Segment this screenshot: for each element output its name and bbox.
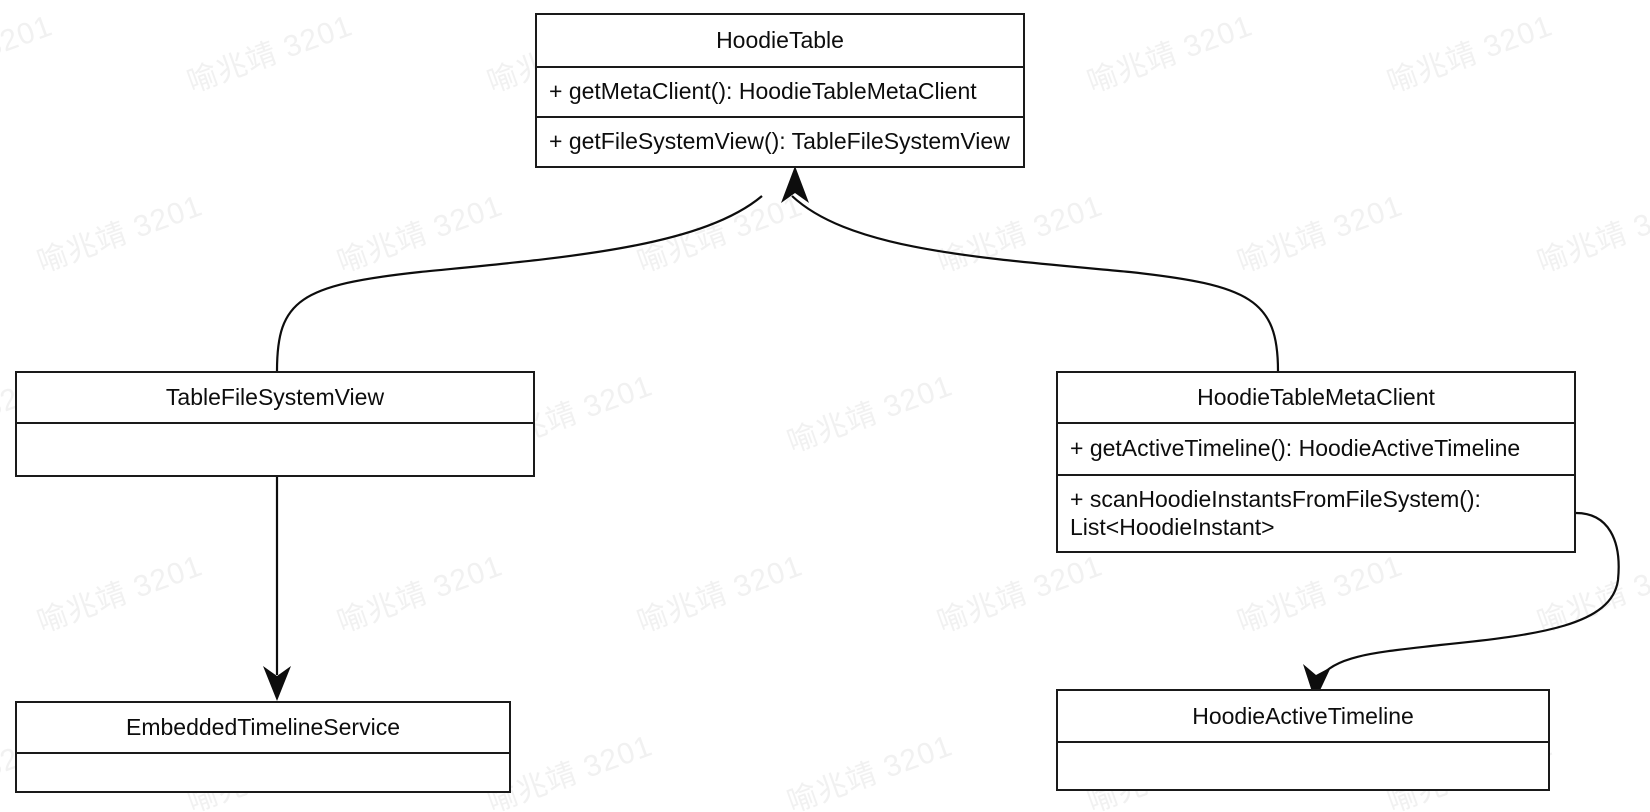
edge-tablefilesystemview-to-hoodietable bbox=[275, 166, 809, 372]
class-name-hoodie-table-meta-client: HoodieTableMetaClient bbox=[1058, 373, 1574, 424]
class-name-embedded-timeline-service: EmbeddedTimelineService bbox=[17, 703, 509, 754]
watermark-label: 喻兆靖 3201 bbox=[783, 369, 958, 460]
uml-class-hoodie-active-timeline[interactable]: HoodieActiveTimeline bbox=[1056, 689, 1550, 791]
watermark-label: 喻兆靖 3201 bbox=[33, 189, 208, 280]
watermark-label: 喻兆靖 3201 bbox=[183, 9, 358, 100]
member-text: + scanHoodieInstantsFromFileSystem(): Li… bbox=[1070, 486, 1481, 540]
class-name-table-file-system-view: TableFileSystemView bbox=[17, 373, 533, 424]
class-member-table-file-system-view-0 bbox=[17, 424, 533, 475]
class-member-hoodie-table-meta-client-1: + scanHoodieInstantsFromFileSystem(): Li… bbox=[1058, 476, 1574, 551]
class-name-hoodie-active-timeline: HoodieActiveTimeline bbox=[1058, 691, 1548, 743]
watermark-label: 喻兆靖 3201 bbox=[783, 729, 958, 812]
class-member-hoodie-active-timeline-0 bbox=[1058, 743, 1548, 789]
watermark-label: 喻兆靖 3201 bbox=[1083, 9, 1258, 100]
watermark-label: 喻兆靖 3201 bbox=[933, 549, 1108, 640]
uml-class-hoodie-table-meta-client[interactable]: HoodieTableMetaClient + getActiveTimelin… bbox=[1056, 371, 1576, 553]
watermark-label: 喻兆靖 3201 bbox=[1533, 189, 1650, 280]
class-member-hoodie-table-1: + getFileSystemView(): TableFileSystemVi… bbox=[537, 118, 1023, 166]
class-member-hoodie-table-0: + getMetaClient(): HoodieTableMetaClient bbox=[537, 68, 1023, 118]
member-text: + getMetaClient(): HoodieTableMetaClient bbox=[549, 78, 977, 105]
watermark-label: 喻兆靖 3201 bbox=[1533, 549, 1650, 640]
uml-class-table-file-system-view[interactable]: TableFileSystemView bbox=[15, 371, 535, 477]
class-member-hoodie-table-meta-client-0: + getActiveTimeline(): HoodieActiveTimel… bbox=[1058, 424, 1574, 476]
class-name-hoodie-table: HoodieTable bbox=[537, 15, 1023, 68]
watermark-label: 喻兆靖 3201 bbox=[0, 9, 58, 99]
uml-class-embedded-timeline-service[interactable]: EmbeddedTimelineService bbox=[15, 701, 511, 793]
watermark-label: 喻兆靖 3201 bbox=[1233, 189, 1408, 280]
watermark-label: 喻兆靖 3201 bbox=[333, 549, 508, 640]
watermark-label: 喻兆靖 3201 bbox=[933, 189, 1108, 280]
member-text: + getFileSystemView(): TableFileSystemVi… bbox=[549, 128, 1010, 155]
watermark-label: 喻兆靖 3201 bbox=[1383, 9, 1558, 100]
edge-tablefilesystemview-to-embeddedtimelineservice bbox=[263, 477, 291, 701]
watermark-label: 喻兆靖 3201 bbox=[1233, 549, 1408, 640]
class-member-embedded-timeline-service-0 bbox=[17, 754, 509, 791]
member-text: + getActiveTimeline(): HoodieActiveTimel… bbox=[1070, 435, 1521, 462]
watermark-label: 喻兆靖 3201 bbox=[333, 189, 508, 280]
watermark-label: 喻兆靖 3201 bbox=[633, 549, 808, 640]
uml-class-hoodie-table[interactable]: HoodieTable + getMetaClient(): HoodieTab… bbox=[535, 13, 1025, 168]
watermark-label: 喻兆靖 3201 bbox=[33, 549, 208, 640]
watermark-label: 喻兆靖 3201 bbox=[633, 189, 808, 280]
edge-metaclient-to-hoodietable bbox=[791, 195, 1280, 372]
